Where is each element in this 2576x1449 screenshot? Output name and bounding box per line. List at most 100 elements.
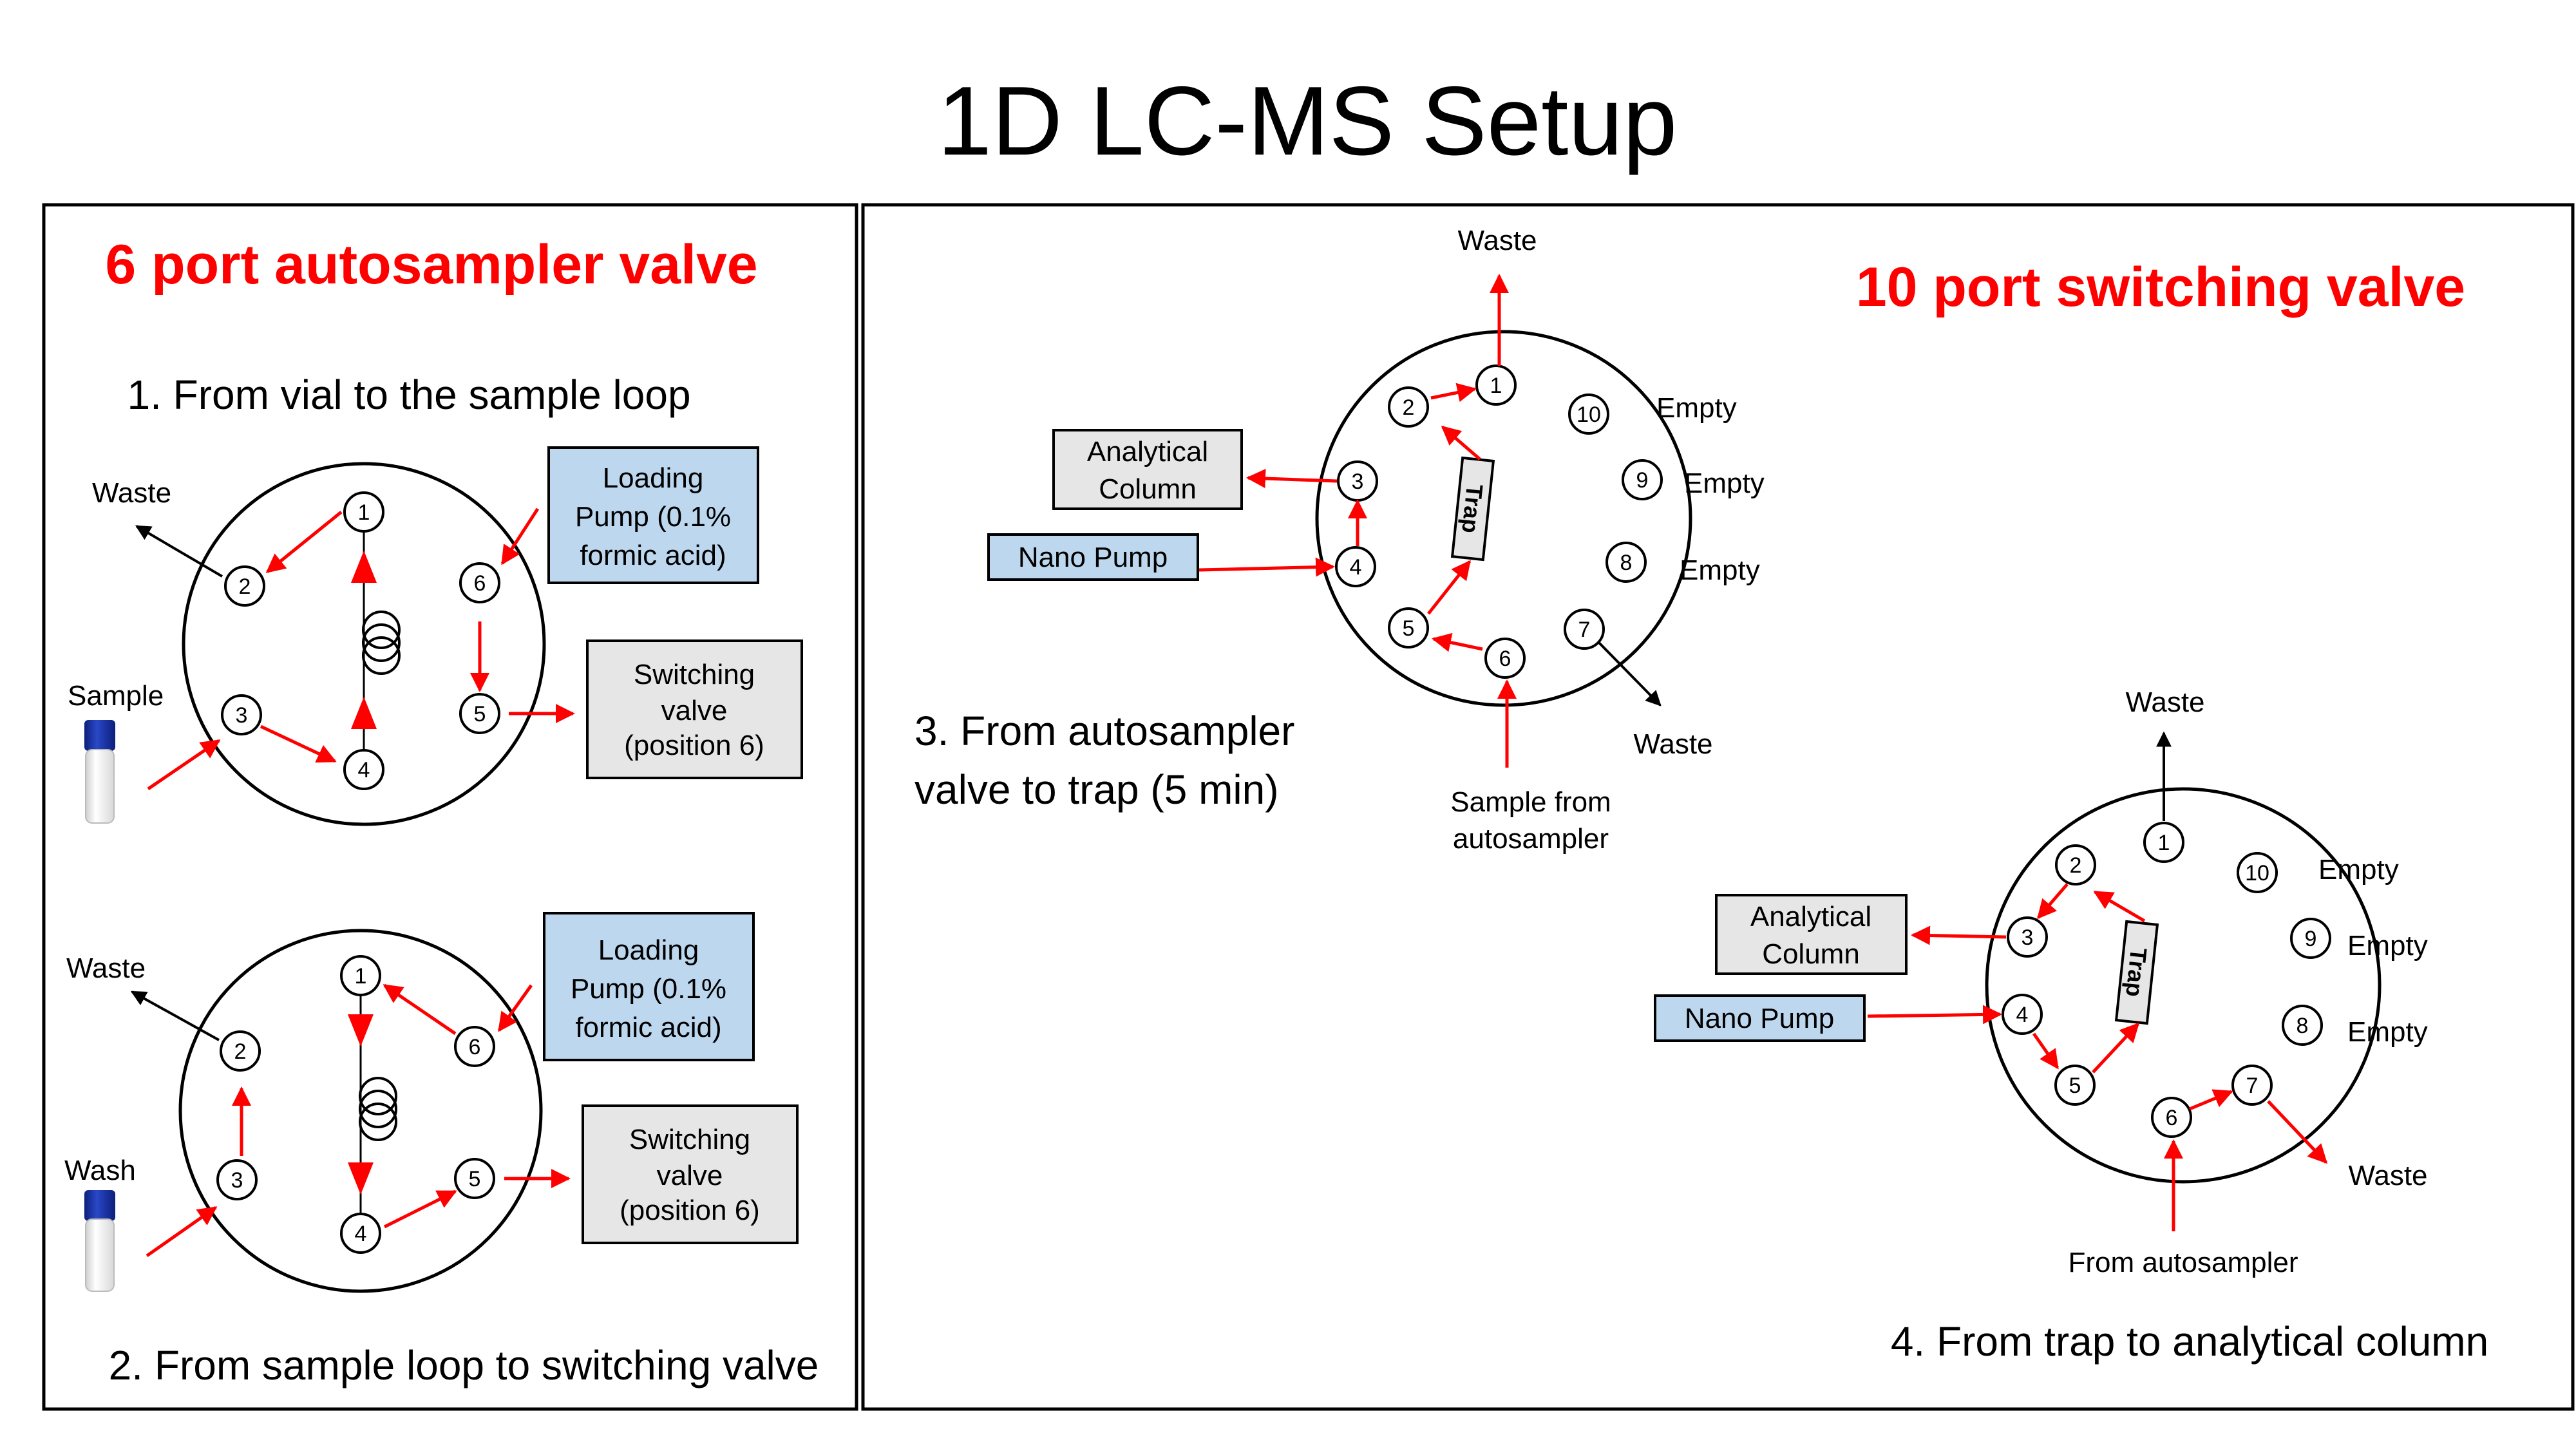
step3-nano-pump-box: Nano Pump xyxy=(987,533,1199,581)
step4-analytical-column-box: Analytical Column xyxy=(1715,894,1908,975)
step3-waste-port7-label: Waste xyxy=(1633,728,1712,760)
step2-flow-arrow xyxy=(146,1206,218,1258)
step2-loop-arrow-down xyxy=(348,1162,374,1195)
step3-waste-top-label: Waste xyxy=(1457,225,1537,256)
step4-port-3: 3 xyxy=(2007,916,2048,958)
box-line: Switching xyxy=(634,659,755,690)
step1-loading-pump-box: Loading Pump (0.1% formic acid) xyxy=(547,446,759,584)
box-line: Column xyxy=(1762,938,1860,970)
step3-port-1: 1 xyxy=(1475,365,1517,406)
step4-port-8: 8 xyxy=(2282,1005,2323,1046)
box-line: Loading xyxy=(603,462,704,494)
step3-sample-from-label: Sample from xyxy=(1450,786,1611,818)
page-title: 1D LC-MS Setup xyxy=(938,66,1678,176)
step2-flow-arrow xyxy=(383,1189,457,1229)
port-label: 3 xyxy=(236,703,248,728)
step4-empty-label: Empty xyxy=(2347,1016,2428,1048)
port-label: 6 xyxy=(469,1035,481,1059)
box-line: (position 6) xyxy=(624,730,764,761)
port-label: 7 xyxy=(2246,1074,2259,1098)
step3-port-10: 10 xyxy=(1568,393,1609,435)
step3-port-6: 6 xyxy=(1484,638,1526,679)
step4-flow-arrow xyxy=(2092,1022,2140,1074)
step3-group: Trap 1 2 3 4 5 6 7 8 9 10 Waste Waste Em… xyxy=(914,225,1765,855)
step3-port-2: 2 xyxy=(1388,386,1429,428)
port-label: 6 xyxy=(474,571,486,596)
step3-caption-line: valve to trap (5 min) xyxy=(914,766,1279,813)
step4-group: Trap 1 2 3 4 5 6 7 8 9 10 Waste Waste Em… xyxy=(1654,687,2488,1365)
box-line: valve xyxy=(661,695,728,726)
step4-port-6: 6 xyxy=(2151,1097,2192,1138)
step3-port-8: 8 xyxy=(1605,542,1647,583)
step2-port-4: 4 xyxy=(340,1213,381,1254)
step4-flow-arrow xyxy=(2267,1100,2328,1164)
box-line: Switching xyxy=(629,1124,750,1155)
step4-port-10: 10 xyxy=(2237,852,2278,893)
box-line: Pump (0.1% xyxy=(571,973,726,1005)
port-label: 10 xyxy=(2245,861,2269,886)
step4-valve-circle xyxy=(1985,787,2382,1184)
step3-empty-label: Empty xyxy=(1656,392,1737,424)
step3-port-5: 5 xyxy=(1388,607,1429,649)
step3-port-9: 9 xyxy=(1622,459,1663,500)
step4-flow-arrow xyxy=(2032,1032,2060,1070)
trap-label: Trap xyxy=(1457,483,1488,535)
port-label: 5 xyxy=(474,702,486,726)
step4-flow-arrow xyxy=(1867,1005,2002,1025)
step2-flow-arrow xyxy=(497,984,533,1032)
port-label: 4 xyxy=(2016,1003,2029,1027)
step2-loop-arrow-down xyxy=(348,1014,374,1046)
step3-empty-label: Empty xyxy=(1684,468,1765,499)
box-line: formic acid) xyxy=(580,540,726,571)
step3-port-7: 7 xyxy=(1564,609,1605,650)
step4-trap: Trap xyxy=(2114,920,2159,1025)
port-label: 6 xyxy=(2166,1106,2178,1130)
port-label: 5 xyxy=(469,1167,481,1191)
port-label: 1 xyxy=(355,964,367,989)
step2-caption: 2. From sample loop to switching valve xyxy=(109,1342,819,1388)
step1-sample-label: Sample xyxy=(68,680,164,712)
step1-waste-label: Waste xyxy=(92,477,171,509)
step2-port-3: 3 xyxy=(216,1159,258,1200)
trap-label: Trap xyxy=(2121,947,2152,998)
step1-valve-circle xyxy=(182,462,546,826)
port-label: 3 xyxy=(1352,469,1364,494)
port-label: 3 xyxy=(2022,925,2034,950)
step1-port-1: 1 xyxy=(343,491,384,533)
port-label: 9 xyxy=(1636,468,1649,493)
step3-flow-arrow xyxy=(1430,383,1477,402)
step1-loop-arrow-up xyxy=(351,551,377,583)
step2-waste-arrow xyxy=(130,990,220,1041)
box-line: Nano Pump xyxy=(1018,542,1168,573)
left-panel-title: 6 port autosampler valve xyxy=(105,234,757,296)
step2-waste-label: Waste xyxy=(66,952,146,984)
port-label: 4 xyxy=(355,1222,367,1246)
box-line: Analytical xyxy=(1087,436,1208,468)
step3-analytical-column-box: Analytical Column xyxy=(1052,429,1243,510)
step4-caption: 4. From trap to analytical column xyxy=(1891,1318,2488,1365)
step4-nano-pump-box: Nano Pump xyxy=(1654,994,1866,1042)
port-label: 2 xyxy=(2070,853,2082,878)
port-label: 3 xyxy=(231,1168,243,1193)
step2-port-5: 5 xyxy=(454,1158,495,1199)
step4-empty-label: Empty xyxy=(2318,854,2399,886)
step2-wash-label: Wash xyxy=(64,1155,136,1186)
step2-switching-valve-box: Switching valve (position 6) xyxy=(582,1104,799,1244)
box-line: (position 6) xyxy=(620,1195,760,1226)
step2-flow-arrow xyxy=(383,983,457,1036)
box-line: Pump (0.1% xyxy=(575,501,731,533)
wash-vial-icon xyxy=(84,1190,115,1292)
step1-port-5: 5 xyxy=(459,693,500,734)
port-label: 7 xyxy=(1578,618,1591,642)
step1-caption: 1. From vial to the sample loop xyxy=(127,372,690,418)
step1-port-3: 3 xyxy=(221,694,262,735)
step2-sample-loop-coil xyxy=(359,1077,397,1141)
step1-port-6: 6 xyxy=(459,562,500,603)
port-label: 10 xyxy=(1577,402,1601,427)
step4-empty-label: Empty xyxy=(2347,930,2428,961)
port-label: 5 xyxy=(2069,1074,2081,1098)
step1-flow-arrow xyxy=(265,511,343,573)
sample-vial-icon xyxy=(84,720,115,824)
step2-loading-pump-box: Loading Pump (0.1% formic acid) xyxy=(543,912,755,1061)
